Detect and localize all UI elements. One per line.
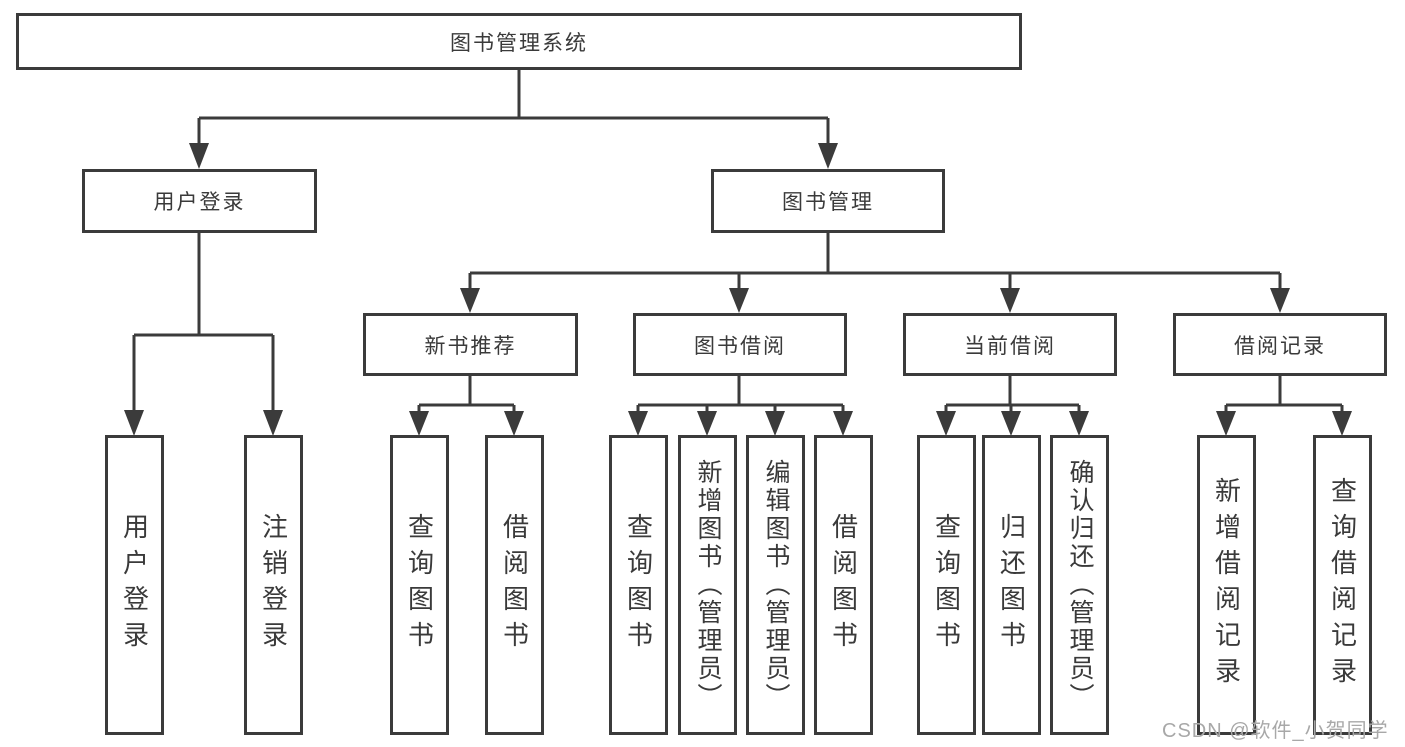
- node-book-borrowing: 图书借阅: [633, 313, 847, 376]
- leaf-query-borrow-record: 查询借阅记录: [1313, 435, 1372, 735]
- node-label: 用户登录: [153, 191, 246, 214]
- node-book-management: 图书管理: [711, 169, 945, 233]
- node-label: 图书管理: [782, 191, 874, 214]
- connector-book-borrow-branch: [638, 376, 843, 407]
- leaf-label: 注销登录: [258, 513, 289, 657]
- leaf-query-books-1: 查询图书: [390, 435, 449, 735]
- leaf-confirm-return-admin: 确认归还（管理员）: [1050, 435, 1109, 735]
- leaf-logout: 注销登录: [244, 435, 303, 735]
- leaf-user-login: 用户登录: [105, 435, 164, 735]
- leaf-query-books-3: 查询图书: [917, 435, 976, 735]
- leaf-add-borrow-record: 新增借阅记录: [1197, 435, 1256, 735]
- leaf-edit-book-admin: 编辑图书（管理员）: [746, 435, 805, 735]
- leaf-label: 编辑图书（管理员）: [762, 459, 790, 711]
- leaf-return-book: 归还图书: [982, 435, 1041, 735]
- leaf-label: 用户登录: [119, 513, 150, 657]
- leaf-label: 确认归还（管理员）: [1066, 459, 1094, 711]
- connector-root-stub: [199, 70, 828, 120]
- leaf-label: 查询借阅记录: [1327, 477, 1358, 693]
- node-label: 新书推荐: [424, 334, 517, 358]
- node-new-book-recommend: 新书推荐: [363, 313, 578, 376]
- connector-user-login-branch: [134, 233, 273, 337]
- csdn-watermark: CSDN @软件_小贺同学: [1162, 720, 1389, 742]
- node-label: 当前借阅: [964, 334, 1056, 358]
- node-label: 借阅记录: [1234, 334, 1326, 358]
- leaf-label: 新增借阅记录: [1211, 477, 1242, 693]
- leaf-label: 借阅图书: [828, 513, 859, 657]
- node-library-management-system: 图书管理系统: [16, 13, 1022, 70]
- node-borrowing-records: 借阅记录: [1173, 313, 1387, 376]
- connector-borrow-record-branch: [1226, 376, 1342, 407]
- leaf-borrow-books-1: 借阅图书: [485, 435, 544, 735]
- node-user-login: 用户登录: [82, 169, 317, 233]
- connector-new-book-branch: [419, 376, 514, 407]
- leaf-borrow-books-2: 借阅图书: [814, 435, 873, 735]
- leaf-label: 查询图书: [404, 513, 435, 657]
- node-label: 图书管理系统: [450, 31, 588, 55]
- leaf-label: 查询图书: [623, 513, 654, 657]
- connector-book-mgmt-branch: [470, 233, 1280, 275]
- node-current-borrowing: 当前借阅: [903, 313, 1117, 376]
- leaf-label: 查询图书: [931, 513, 962, 657]
- connector-current-borrow-branch: [946, 376, 1079, 407]
- leaf-query-books-2: 查询图书: [609, 435, 668, 735]
- leaf-label: 新增图书（管理员）: [694, 459, 722, 711]
- leaf-add-book-admin: 新增图书（管理员）: [678, 435, 737, 735]
- leaf-label: 借阅图书: [499, 513, 530, 657]
- node-label: 图书借阅: [694, 334, 786, 358]
- leaf-label: 归还图书: [996, 513, 1027, 657]
